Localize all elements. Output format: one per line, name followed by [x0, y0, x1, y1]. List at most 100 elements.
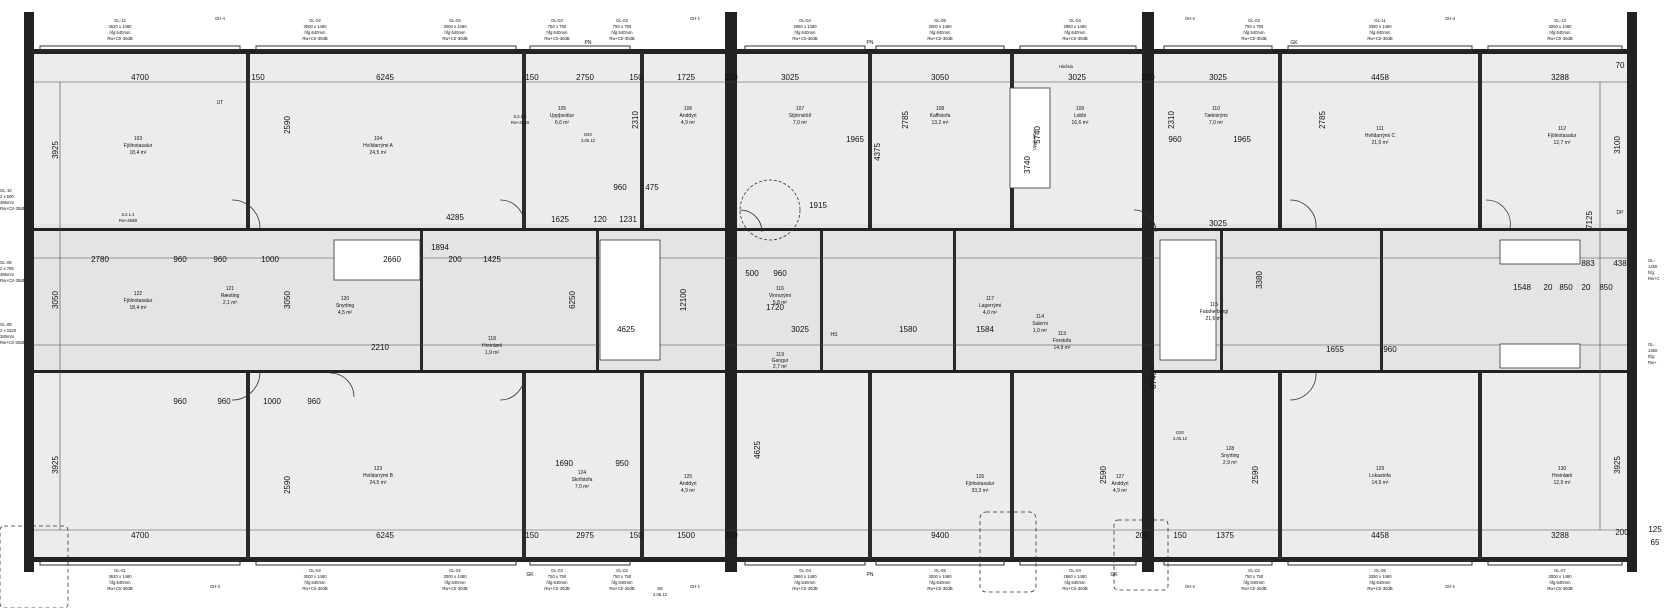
dimension-value: 960 — [173, 255, 187, 264]
window-label: GL-03 — [1248, 18, 1260, 23]
svg-text:104: 104 — [374, 136, 383, 142]
dimension-value: 200 — [1615, 528, 1629, 537]
svg-text:4,5 m²: 4,5 m² — [338, 310, 353, 316]
window-label: Rw+Ctr-30dB — [1547, 586, 1572, 591]
svg-text:112: 112 — [1558, 126, 1566, 132]
dimension-value: 4458 — [1371, 73, 1389, 82]
window-label: 3000 x 1480 — [1548, 574, 1572, 579]
dimension-value: 950 — [615, 459, 629, 468]
svg-text:Lokastofa: Lokastofa — [1369, 473, 1391, 479]
dimension-value: 960 — [213, 255, 227, 264]
window-label: hfg:640mm — [612, 30, 633, 35]
marker: UT — [217, 100, 224, 106]
svg-text:Skrifstofa: Skrifstofa — [572, 477, 593, 483]
dimension-value: 150 — [629, 73, 643, 82]
wall-column-a — [725, 12, 737, 572]
side-label: Rw+Ctr-30dB — [0, 278, 25, 283]
window-label: GL-02 — [449, 568, 461, 573]
dimension-value: 4625 — [753, 441, 762, 459]
dimension-value: 150 — [629, 531, 643, 540]
windows-top-labels: GL-12 3620 x 1480 hfg:640mm Rw+Ctr-30dB … — [107, 18, 1572, 41]
svg-text:124: 124 — [578, 470, 587, 476]
dimension-value: 2310 — [631, 111, 640, 129]
svg-text:24,5 m²: 24,5 m² — [370, 480, 387, 486]
dimension-value: 3025 — [1068, 73, 1086, 82]
svg-text:Lobbi: Lobbi — [1074, 113, 1086, 119]
svg-text:Gangur: Gangur — [772, 358, 789, 364]
svg-text:4,9 m²: 4,9 m² — [681, 488, 696, 494]
window-label: 750 x 750 — [613, 24, 632, 29]
dimension-value: 475 — [645, 183, 659, 192]
dimension-value: 65 — [1651, 538, 1660, 547]
dimension-value: 4700 — [131, 531, 149, 540]
side-label: 2 x 1520 — [0, 328, 17, 333]
dimension-value: 125 — [1648, 525, 1662, 534]
misc-label: Uppþvottur — [1032, 129, 1037, 150]
window-label: Rw+Ctr-30dB — [609, 36, 634, 41]
svg-text:Anddyri: Anddyri — [680, 113, 697, 119]
window-label: hfg:640mm — [110, 30, 131, 35]
window-label: 3350 x 1480 — [1368, 574, 1392, 579]
window-label: Rw+Ctr-30dB — [544, 36, 569, 41]
svg-text:113: 113 — [1058, 331, 1066, 337]
window-label: GL-02 — [309, 18, 321, 23]
svg-text:4,9 m²: 4,9 m² — [681, 120, 696, 126]
window-label: Rw+Ctr-30dB — [1367, 586, 1392, 591]
dimension-value: 1725 — [677, 73, 695, 82]
window-label: Rw+Ctr-30dB — [1547, 36, 1572, 41]
mid-dimensions: 2780 960 960 1000 2660 1894 200 1425 162… — [91, 135, 1627, 468]
svg-text:18,4 m²: 18,4 m² — [130, 150, 147, 156]
window-label: hfg:640mm — [1244, 30, 1265, 35]
svg-text:Hvíldarrými B: Hvíldarrými B — [363, 473, 394, 479]
window-label: GL-03 — [616, 18, 628, 23]
dimension-value: 960 — [173, 397, 187, 406]
dimension-value: 3025 — [1209, 73, 1227, 82]
window-label: GL-04 — [1069, 568, 1081, 573]
outer-wall-bottom — [28, 557, 1632, 562]
svg-text:16,6 m²: 16,6 m² — [1072, 120, 1089, 126]
svg-text:7,0 m²: 7,0 m² — [1209, 120, 1224, 126]
misc-label: 3.05.12 — [1173, 436, 1188, 441]
marker: DP — [1617, 210, 1625, 216]
svg-text:Hreinlæti: Hreinlæti — [482, 343, 502, 349]
svg-text:128: 128 — [1226, 446, 1235, 452]
svg-text:Vinnurými: Vinnurými — [769, 293, 791, 299]
side-label: 1450 — [1648, 264, 1658, 269]
svg-text:2,9 m²: 2,9 m² — [1223, 460, 1238, 466]
svg-text:18,4 m²: 18,4 m² — [130, 305, 147, 311]
svg-text:Uppþvottur: Uppþvottur — [550, 113, 575, 119]
window-label: GL-02 — [449, 18, 461, 23]
dimension-value: 3925 — [51, 141, 60, 159]
svg-text:125: 125 — [684, 474, 693, 480]
svg-text:1,9 m²: 1,9 m² — [485, 350, 500, 356]
svg-text:Hvíldarrými C: Hvíldarrými C — [1365, 133, 1396, 139]
svg-text:7,0 m²: 7,0 m² — [575, 484, 590, 490]
svg-text:116: 116 — [776, 286, 784, 292]
svg-text:2,7 m²: 2,7 m² — [773, 364, 788, 370]
dimension-value: 960 — [217, 397, 231, 406]
window-label: hfg:640mm — [305, 30, 326, 35]
dimension-value: 2590 — [1099, 466, 1108, 484]
door-tag: GH-1 — [690, 16, 701, 21]
svg-text:127: 127 — [1116, 474, 1125, 480]
dimension-value: 2785 — [1318, 111, 1327, 129]
window-label: 750 x 750 — [1245, 24, 1264, 29]
dimension-value: 1580 — [899, 325, 917, 334]
svg-text:14,9 m²: 14,9 m² — [1372, 480, 1389, 486]
window-label: hfg:640mm — [1370, 30, 1391, 35]
door-tag: GH-2 — [1185, 16, 1196, 21]
svg-text:Fataherbergi: Fataherbergi — [1200, 309, 1228, 315]
svg-text:12,9 m²: 12,9 m² — [1554, 480, 1571, 486]
window-label: hfg:640mm — [1065, 30, 1086, 35]
window-label: hfg:640mm — [1065, 580, 1086, 585]
svg-text:123: 123 — [374, 466, 383, 472]
dimension-value: 1915 — [809, 201, 827, 210]
dimension-value: 4458 — [1371, 531, 1389, 540]
